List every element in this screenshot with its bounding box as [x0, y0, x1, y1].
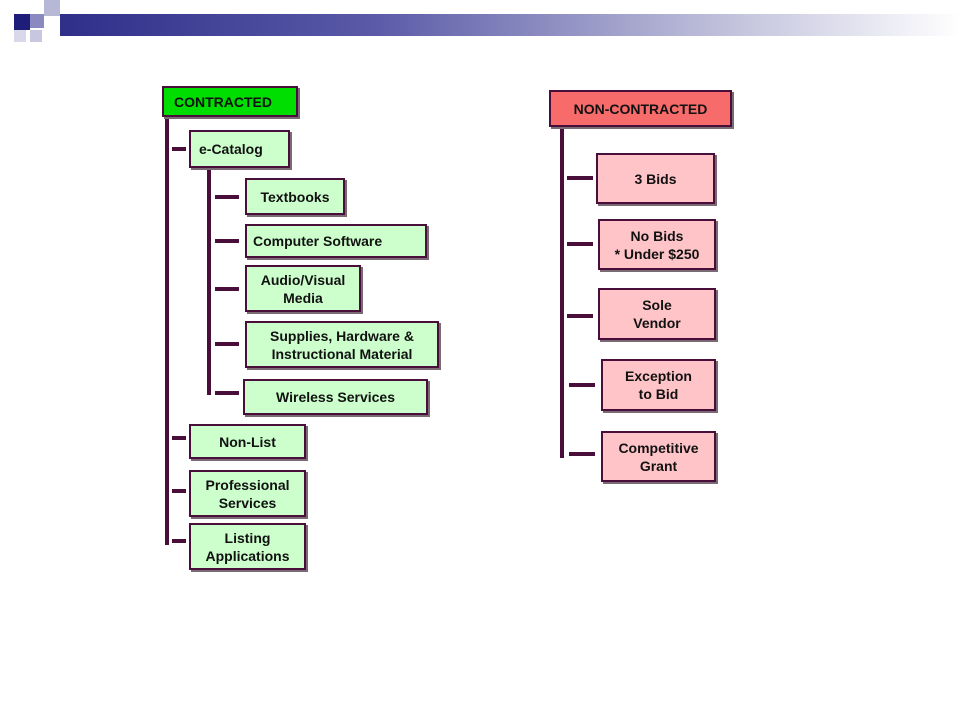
- wireless-services-box: Wireless Services: [243, 379, 428, 415]
- connector: [567, 314, 593, 318]
- connector: [567, 176, 593, 180]
- exception-to-bid-box: Exception to Bid: [601, 359, 716, 411]
- non-list-box: Non-List: [189, 424, 306, 459]
- supplies-hardware-box: Supplies, Hardware & Instructional Mater…: [245, 321, 439, 368]
- noncontracted-main-connector: [560, 125, 564, 458]
- ecatalog-box: e-Catalog: [189, 130, 290, 168]
- header-gradient-bar: [60, 14, 960, 36]
- connector: [172, 147, 186, 151]
- connector: [215, 239, 239, 243]
- connector: [172, 539, 186, 543]
- professional-services-box: Professional Services: [189, 470, 306, 517]
- computer-software-box: Computer Software: [245, 224, 427, 258]
- connector: [215, 195, 239, 199]
- three-bids-box: 3 Bids: [596, 153, 715, 204]
- sole-vendor-box: Sole Vendor: [598, 288, 716, 340]
- contracted-root-box: CONTRACTED: [162, 86, 298, 117]
- header-square-mid: [30, 14, 44, 28]
- header-square-tiny: [14, 30, 26, 42]
- connector: [215, 342, 239, 346]
- connector: [569, 452, 595, 456]
- listing-applications-box: Listing Applications: [189, 523, 306, 570]
- connector: [215, 287, 239, 291]
- ecatalog-connector: [207, 167, 211, 395]
- connector: [172, 436, 186, 440]
- textbooks-box: Textbooks: [245, 178, 345, 215]
- connector: [215, 391, 239, 395]
- header-square-small: [30, 30, 42, 42]
- noncontracted-root-box: NON-CONTRACTED: [549, 90, 732, 127]
- competitive-grant-box: Competitive Grant: [601, 431, 716, 482]
- audio-visual-media-box: Audio/Visual Media: [245, 265, 361, 312]
- no-bids-box: No Bids * Under $250: [598, 219, 716, 270]
- connector: [567, 242, 593, 246]
- connector: [569, 383, 595, 387]
- header-square-light: [44, 0, 60, 16]
- header-square-dark: [14, 14, 30, 30]
- connector: [172, 489, 186, 493]
- contracted-main-connector: [165, 115, 169, 545]
